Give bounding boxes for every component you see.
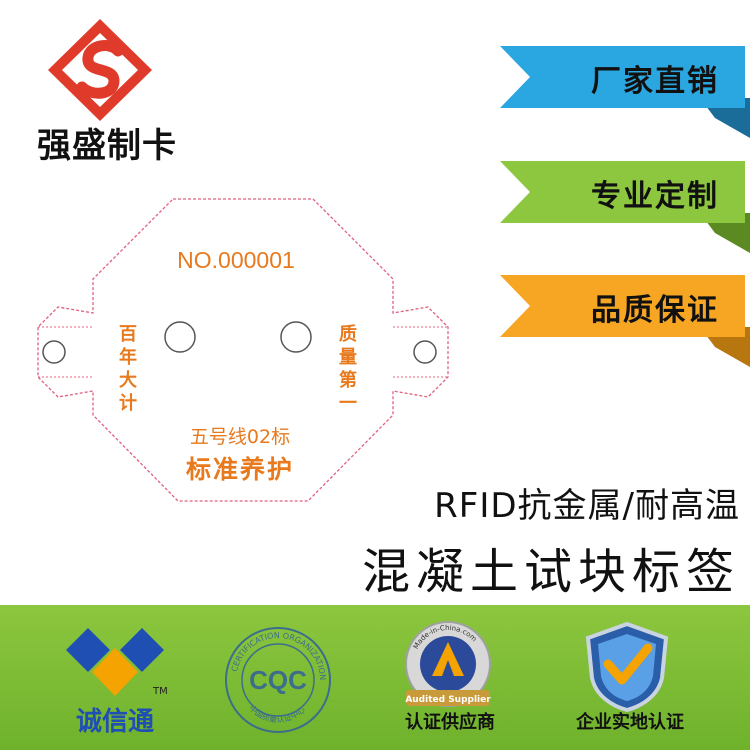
ribbon-shape [500, 161, 750, 253]
tag-right-char: 一 [339, 393, 357, 414]
cxt-name: 诚信通 [76, 707, 154, 737]
concrete-tag: NO.000001 百 年 大 计 质 量 第 一 五号线02标 标准养护 [37, 198, 449, 502]
ribbon-factory-direct: 厂家直销 [500, 38, 750, 138]
tag-left-char: 年 [119, 346, 137, 368]
brand-name: 强盛制卡 [37, 126, 177, 166]
cxt-tm: TM [152, 686, 168, 697]
cqc-label: CQC [249, 665, 307, 695]
tag-left-char: 百 [119, 324, 137, 345]
mic-ribbon: Audited Supplier [405, 695, 491, 705]
product-title: 混凝土试块标签 [361, 544, 740, 600]
ribbon-quality: 品质保证 [500, 267, 750, 367]
ribbon-label: 厂家直销 [591, 64, 719, 99]
onsite-verified-label: 企业实地认证 [576, 712, 684, 733]
tag-line-code: 五号线02标 [190, 426, 290, 448]
tag-left-char: 计 [119, 392, 137, 414]
ribbon-label: 专业定制 [591, 179, 719, 214]
hole-left-tab [42, 340, 66, 364]
tag-number: NO.000001 [177, 247, 295, 273]
ribbon-shape [500, 46, 750, 138]
hole-right [280, 321, 312, 353]
audited-supplier-badge: Made-in-China.com Audited Supplier [405, 621, 491, 707]
tag-left-char: 大 [119, 369, 137, 391]
tag-right-char: 量 [339, 346, 357, 368]
cqc-bottom-text: 中国质量认证中心 [247, 703, 307, 725]
onsite-verified-shield [585, 621, 669, 712]
cqc-seal: CERTIFICATION ORGANIZATION 中国质量认证中心 CQC [225, 627, 331, 733]
hole-right-tab [413, 340, 437, 364]
ribbon-custom: 专业定制 [500, 153, 750, 253]
audited-supplier-label: 认证供应商 [405, 712, 495, 733]
chengxintong-logo: TM 诚信通 [66, 628, 168, 737]
tag-outline [37, 198, 449, 502]
hole-left [164, 321, 196, 353]
tag-slogan: 标准养护 [186, 455, 294, 484]
product-subtitle: RFID抗金属/耐高温 [434, 486, 740, 526]
brand-logo [48, 19, 152, 121]
ribbon-shape [500, 275, 750, 367]
tag-right-char: 第 [339, 369, 357, 391]
ribbon-label: 品质保证 [591, 293, 719, 328]
tag-right-char: 质 [339, 324, 357, 345]
